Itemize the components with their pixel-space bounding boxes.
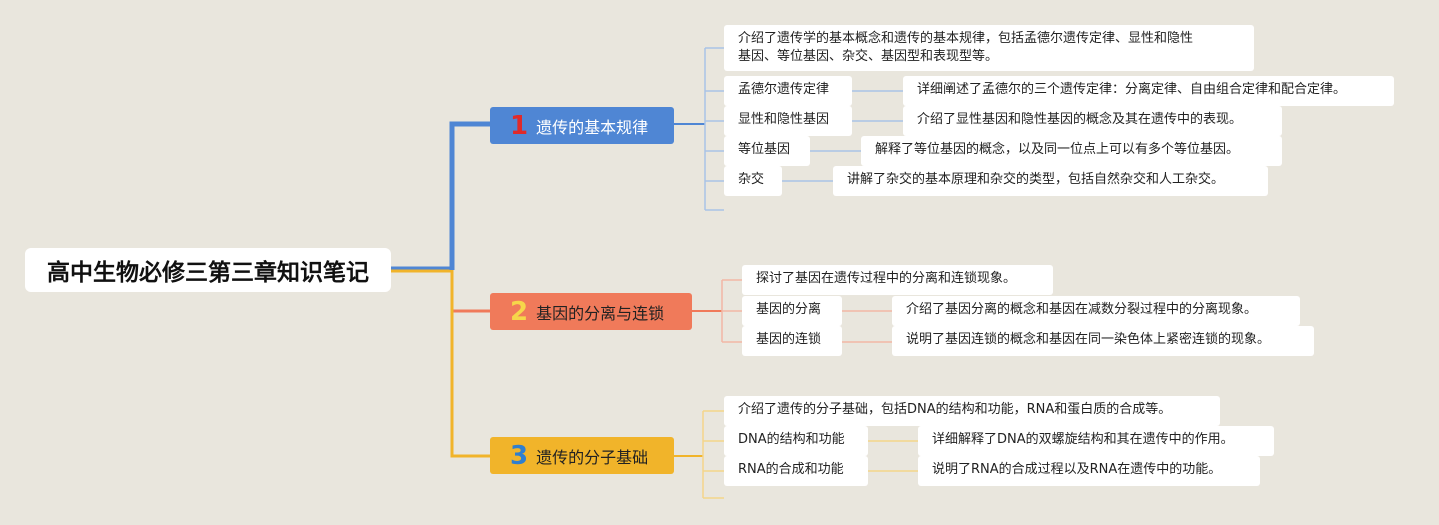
branch-topic-1[interactable]: 1 遗传的基本规律 xyxy=(490,107,674,144)
branch-3-intro[interactable]: 介绍了遗传的分子基础，包括DNA的结构和功能，RNA和蛋白质的合成等。 xyxy=(724,396,1220,426)
branch-1-topic-4-detail[interactable]: 讲解了杂交的基本原理和杂交的类型，包括自然杂交和人工杂交。 xyxy=(833,166,1268,196)
branch-1-topic-1-detail[interactable]: 详细阐述了孟德尔的三个遗传定律：分离定律、自由组合定律和配合定律。 xyxy=(903,76,1394,106)
branch-1-intro-line-2: 基因、等位基因、杂交、基因型和表现型等。 xyxy=(738,49,999,64)
branch-1-topic-2-detail[interactable]: 介绍了显性基因和隐性基因的概念及其在遗传中的表现。 xyxy=(903,106,1282,136)
branch-3-topic-2-label[interactable]: RNA的合成和功能 xyxy=(724,456,868,486)
branch-topic-2[interactable]: 2 基因的分离与连锁 xyxy=(490,293,692,330)
branch-2-intro[interactable]: 探讨了基因在遗传过程中的分离和连锁现象。 xyxy=(742,265,1053,295)
branch-1-topic-2-label[interactable]: 显性和隐性基因 xyxy=(724,106,852,136)
branch-title-1: 遗传的基本规律 xyxy=(536,117,649,137)
branch-2-topic-2-label[interactable]: 基因的连锁 xyxy=(742,326,842,356)
branch-title-2: 基因的分离与连锁 xyxy=(536,303,665,323)
branch-1-topic-1-label[interactable]: 孟德尔遗传定律 xyxy=(724,76,852,106)
branch-1-intro[interactable]: 介绍了遗传学的基本概念和遗传的基本规律，包括孟德尔遗传定律、显性和隐性 基因、等… xyxy=(724,25,1254,71)
branch-1-topic-3-label[interactable]: 等位基因 xyxy=(724,136,810,166)
branch-2-topic-2-detail[interactable]: 说明了基因连锁的概念和基因在同一染色体上紧密连锁的现象。 xyxy=(892,326,1314,356)
branch-3-topic-1-label[interactable]: DNA的结构和功能 xyxy=(724,426,868,456)
branch-1-topic-4-label[interactable]: 杂交 xyxy=(724,166,782,196)
root-topic[interactable]: 高中生物必修三第三章知识笔记 xyxy=(25,248,391,292)
branch-number-2: 2 xyxy=(510,296,529,327)
branch-1-intro-line-1: 介绍了遗传学的基本概念和遗传的基本规律，包括孟德尔遗传定律、显性和隐性 xyxy=(738,31,1194,46)
branch-1-topic-3-detail[interactable]: 解释了等位基因的概念，以及同一位点上可以有多个等位基因。 xyxy=(861,136,1282,166)
branch-number-1: 1 xyxy=(510,110,529,141)
branch-topic-3[interactable]: 3 遗传的分子基础 xyxy=(490,437,674,474)
branch-number-3: 3 xyxy=(510,440,529,471)
branch-title-3: 遗传的分子基础 xyxy=(536,447,649,467)
branch-3-topic-2-detail[interactable]: 说明了RNA的合成过程以及RNA在遗传中的功能。 xyxy=(918,456,1260,486)
branch-2-topic-1-label[interactable]: 基因的分离 xyxy=(742,296,842,326)
branch-2-topic-1-detail[interactable]: 介绍了基因分离的概念和基因在减数分裂过程中的分离现象。 xyxy=(892,296,1300,326)
branch-3-topic-1-detail[interactable]: 详细解释了DNA的双螺旋结构和其在遗传中的作用。 xyxy=(918,426,1274,456)
